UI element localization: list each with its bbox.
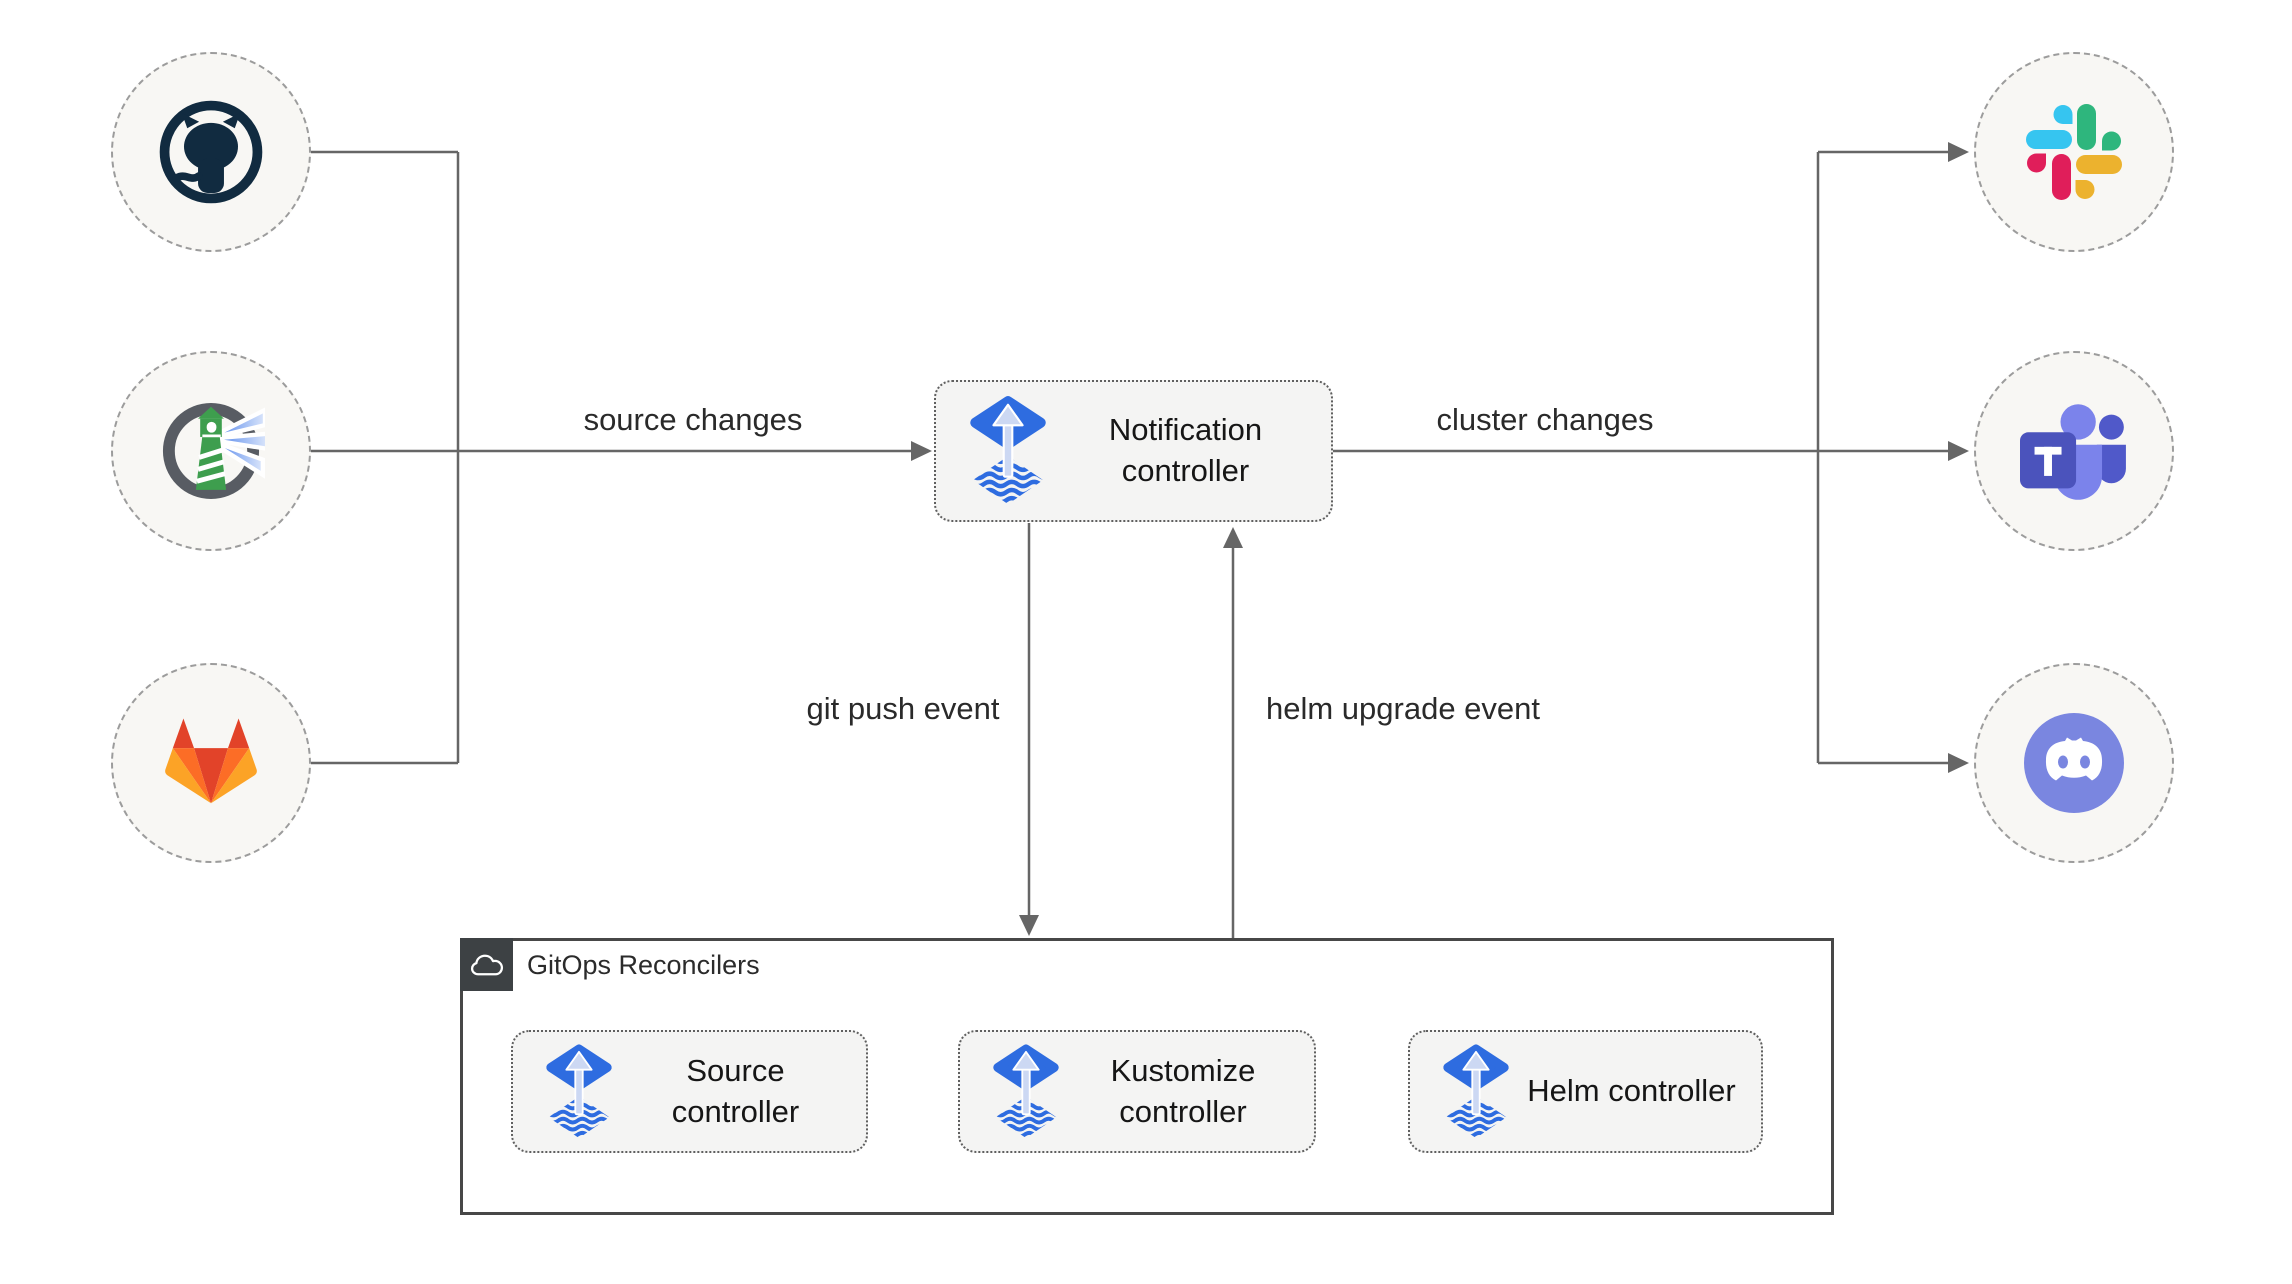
node-helm-controller: Helm controller (1408, 1030, 1763, 1153)
target-node-teams (1974, 351, 2174, 551)
node-label: Helm controller (1527, 1073, 1736, 1109)
edge-bus-to-discord (1818, 753, 1969, 773)
edge-source-changes-arrow (311, 441, 932, 461)
node-label: Notification controller (1108, 412, 1263, 488)
edge-label-git-push-event: git push event (802, 691, 1004, 727)
group-title: GitOps Reconcilers (527, 950, 760, 980)
edge-label-source-changes: source changes (579, 402, 807, 438)
source-node-gitlab (111, 663, 311, 863)
flux-icon (964, 391, 1052, 511)
node-label: Kustomize controller (1110, 1052, 1256, 1129)
source-node-harbor (111, 351, 311, 551)
edge-cluster-changes-arrow (1333, 441, 1969, 461)
github-icon (157, 98, 265, 206)
flux-icon (988, 1040, 1064, 1144)
node-kustomize-controller: Kustomize controller (958, 1030, 1316, 1153)
edge-label-cluster-changes: cluster changes (1432, 402, 1658, 438)
discord-icon (2022, 711, 2126, 815)
edge-bus-to-slack (1818, 142, 1969, 162)
node-source-controller: Source controller (511, 1030, 868, 1153)
group-gitops-reconcilers: GitOps Reconcilers Source controller Kus… (460, 938, 1834, 1215)
cloud-icon (469, 952, 505, 978)
harbor-icon (157, 397, 265, 505)
edge-helm-upgrade-arrow (1223, 527, 1243, 938)
node-label: Source controller (671, 1052, 800, 1129)
node-notification-controller: Notification controller (934, 380, 1333, 522)
group-header (460, 938, 513, 991)
target-node-discord (1974, 663, 2174, 863)
gitlab-icon (158, 715, 264, 811)
flux-icon (541, 1040, 617, 1144)
source-node-github (111, 52, 311, 252)
edge-label-helm-upgrade-event: helm upgrade event (1261, 691, 1545, 727)
target-node-slack (1974, 52, 2174, 252)
flux-icon (1438, 1040, 1514, 1144)
slack-icon (2026, 104, 2122, 200)
edge-git-push-arrow (1019, 523, 1039, 936)
microsoft-teams-icon (2020, 401, 2128, 501)
